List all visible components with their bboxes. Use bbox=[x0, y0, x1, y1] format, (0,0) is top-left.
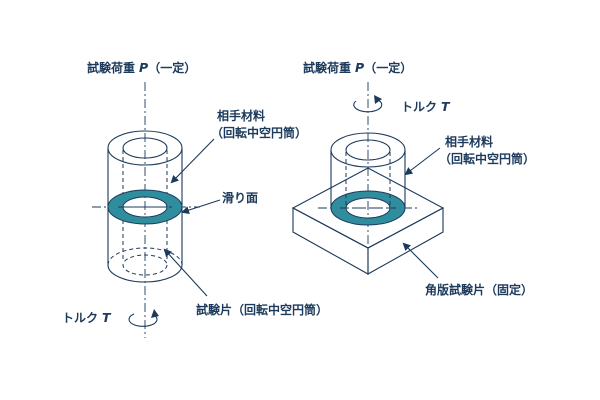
left-bottom-outer-front bbox=[107, 264, 183, 283]
left-rotation-arrow bbox=[128, 313, 158, 327]
right-upper-material-line2: （回転中空円筒） bbox=[439, 151, 535, 166]
right-plate-leader bbox=[402, 242, 439, 279]
left-rotation-arrowhead bbox=[151, 309, 159, 318]
right-upper-material-leader bbox=[404, 147, 441, 176]
right-top-inner bbox=[345, 139, 391, 161]
right-rotation-arrowhead bbox=[374, 95, 382, 104]
right-top-outer bbox=[330, 132, 406, 168]
left-upper-material-line2: （回転中空円筒） bbox=[211, 125, 307, 140]
left-specimen-leader bbox=[163, 248, 208, 297]
right-rotation-arrow bbox=[353, 99, 383, 113]
left-top-outer bbox=[107, 130, 183, 166]
left-sliding-surface-leader bbox=[181, 199, 221, 214]
left-upper-material-leader bbox=[170, 138, 215, 184]
left-upper-material-line1: 相手材料 bbox=[217, 108, 265, 123]
left-top-inner bbox=[122, 137, 168, 159]
right-plate-label: 角版試験片（固定） bbox=[425, 282, 533, 297]
left-bottom-inner bbox=[122, 254, 168, 276]
left-specimen-label: 試験片（回転中空円筒） bbox=[196, 302, 328, 317]
right-upper-material-line1: 相手材料 bbox=[445, 134, 493, 149]
right-plate-right-face bbox=[367, 207, 444, 275]
left-sliding-surface-label: 滑り面 bbox=[222, 190, 258, 205]
left-bottom-outer-back bbox=[107, 247, 183, 266]
